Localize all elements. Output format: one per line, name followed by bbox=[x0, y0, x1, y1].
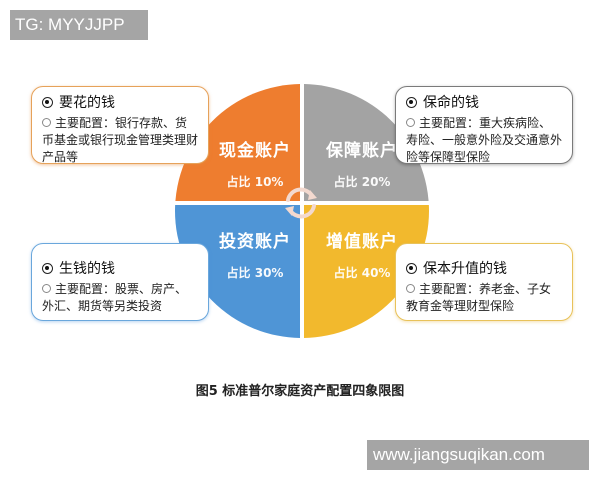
ring-bullet-icon bbox=[406, 284, 415, 293]
card-detail: 主要配置：银行存款、货币基金或银行现金管理类理财产品等 bbox=[42, 116, 199, 164]
card-title: 保本升值的钱 bbox=[423, 261, 507, 277]
radio-bullet-icon bbox=[42, 97, 53, 108]
quadrant-label: 现金账户 占比 10% bbox=[205, 136, 300, 190]
card-title: 生钱的钱 bbox=[59, 261, 115, 277]
card-detail-row: 主要配置：养老金、子女教育金等理财型保险 bbox=[406, 281, 562, 315]
quadrant-label: 保障账户 占比 20% bbox=[312, 136, 412, 190]
card-detail-row: 主要配置：重大疾病险、寿险、一般意外险及交通意外险等保障型保险 bbox=[406, 115, 562, 166]
card-detail: 主要配置：股票、房产、外汇、期货等另类投资 bbox=[42, 282, 188, 313]
card-title: 要花的钱 bbox=[59, 95, 115, 111]
card-protection-money: 保命的钱 主要配置：重大疾病险、寿险、一般意外险及交通意外险等保障型保险 bbox=[395, 86, 573, 164]
card-detail: 主要配置：重大疾病险、寿险、一般意外险及交通意外险等保障型保险 bbox=[406, 116, 563, 164]
watermark-bottom-right: www.jiangsuqikan.com bbox=[367, 440, 589, 470]
quadrant-title: 投资账户 bbox=[219, 232, 291, 252]
card-title-row: 要花的钱 bbox=[42, 95, 198, 112]
watermark-top-left: TG: MYYJJPP bbox=[10, 10, 148, 40]
card-title: 保命的钱 bbox=[423, 95, 479, 111]
quadrant-share: 占比 20% bbox=[333, 175, 391, 189]
radio-bullet-icon bbox=[406, 263, 417, 274]
card-title-row: 保命的钱 bbox=[406, 95, 562, 112]
card-detail-row: 主要配置：银行存款、货币基金或银行现金管理类理财产品等 bbox=[42, 115, 198, 166]
quadrant-label: 投资账户 占比 30% bbox=[205, 227, 300, 281]
quadrant-title: 现金账户 bbox=[219, 141, 291, 161]
ring-bullet-icon bbox=[42, 118, 51, 127]
card-spending-money: 要花的钱 主要配置：银行存款、货币基金或银行现金管理类理财产品等 bbox=[31, 86, 209, 164]
card-detail: 主要配置：养老金、子女教育金等理财型保险 bbox=[406, 282, 552, 313]
quadrant-title: 增值账户 bbox=[326, 232, 398, 252]
figure-caption: 图5 标准普尔家庭资产配置四象限图 bbox=[195, 384, 405, 399]
card-detail-row: 主要配置：股票、房产、外汇、期货等另类投资 bbox=[42, 281, 198, 315]
radio-bullet-icon bbox=[406, 97, 417, 108]
radio-bullet-icon bbox=[42, 263, 53, 274]
cycle-arrows-icon bbox=[285, 187, 317, 219]
card-title-row: 生钱的钱 bbox=[42, 261, 198, 278]
quadrant-label: 增值账户 占比 40% bbox=[312, 227, 412, 281]
quadrant-share: 占比 30% bbox=[226, 266, 284, 280]
ring-bullet-icon bbox=[42, 284, 51, 293]
quadrant-share: 占比 40% bbox=[333, 266, 391, 280]
card-preserving-money: 保本升值的钱 主要配置：养老金、子女教育金等理财型保险 bbox=[395, 243, 573, 321]
ring-bullet-icon bbox=[406, 118, 415, 127]
quadrant-title: 保障账户 bbox=[326, 141, 398, 161]
quadrant-share: 占比 10% bbox=[226, 175, 284, 189]
card-earning-money: 生钱的钱 主要配置：股票、房产、外汇、期货等另类投资 bbox=[31, 243, 209, 321]
card-title-row: 保本升值的钱 bbox=[406, 261, 562, 278]
